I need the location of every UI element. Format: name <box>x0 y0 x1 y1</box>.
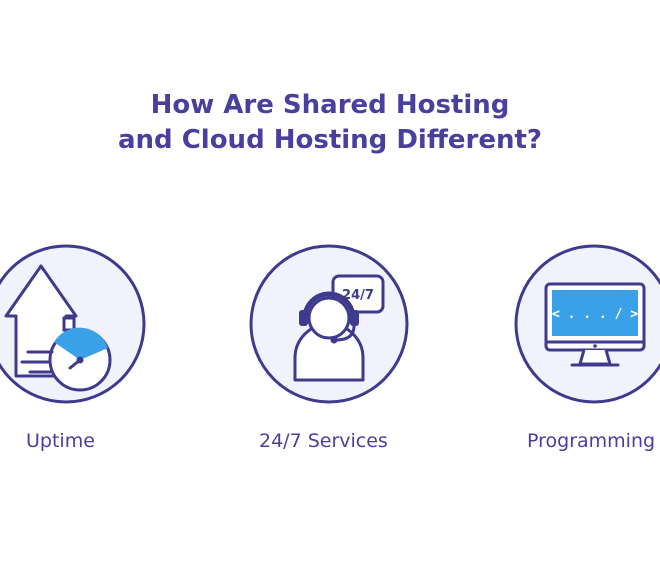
support-agent-headset-icon: 24/7 <box>249 244 409 404</box>
monitor-code-icon: < . . . / > <box>514 244 660 404</box>
feature-label-24-7-services: 24/7 Services <box>259 430 388 452</box>
feature-label-programming: Programming <box>527 430 656 452</box>
feature-uptime <box>0 244 146 404</box>
screen-code-text: < . . . / > <box>552 307 638 322</box>
feature-label-uptime: Uptime <box>26 430 95 452</box>
page-title: How Are Shared Hosting and Cloud Hosting… <box>0 88 660 158</box>
feature-24-7-services: 24/7 <box>249 244 409 404</box>
bubble-24-7-text: 24/7 <box>342 288 374 303</box>
feature-programming: < . . . / > <box>514 244 660 404</box>
uptime-arrow-stopwatch-icon <box>0 244 146 404</box>
title-line-2: and Cloud Hosting Different? <box>117 125 543 155</box>
title-line-1: How Are Shared Hosting <box>150 90 510 120</box>
